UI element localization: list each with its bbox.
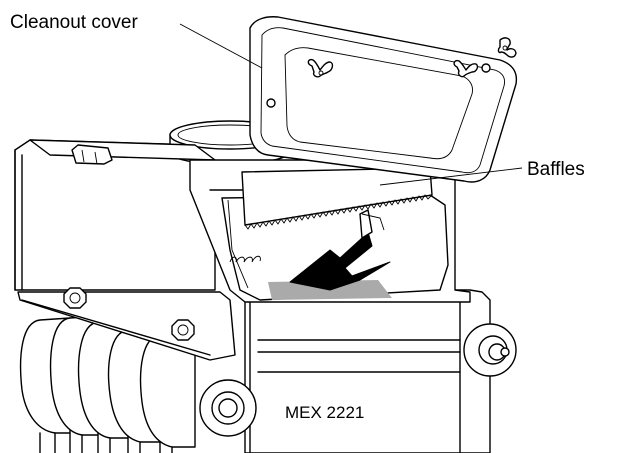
jacket-housing — [14, 139, 236, 361]
loose-wing-nut — [497, 37, 517, 58]
spring — [229, 255, 261, 263]
right-connector-nut — [463, 323, 517, 377]
wing-nut-on-cover — [307, 58, 479, 78]
baffles-label: Baffles — [527, 159, 585, 180]
figure-code-label: MEX 2221 — [285, 403, 364, 422]
insertion-arrow — [289, 209, 391, 291]
section-nuts — [63, 287, 195, 341]
baffles — [241, 167, 433, 230]
cleanout-cover-leader — [179, 23, 263, 69]
boiler-sections — [19, 315, 196, 453]
cleanout-cover-label: Cleanout cover — [10, 12, 138, 33]
left-connector-nut — [199, 379, 257, 437]
cleanout-cover — [249, 16, 518, 183]
boiler-body — [244, 289, 491, 453]
baffles-leader — [379, 167, 523, 186]
